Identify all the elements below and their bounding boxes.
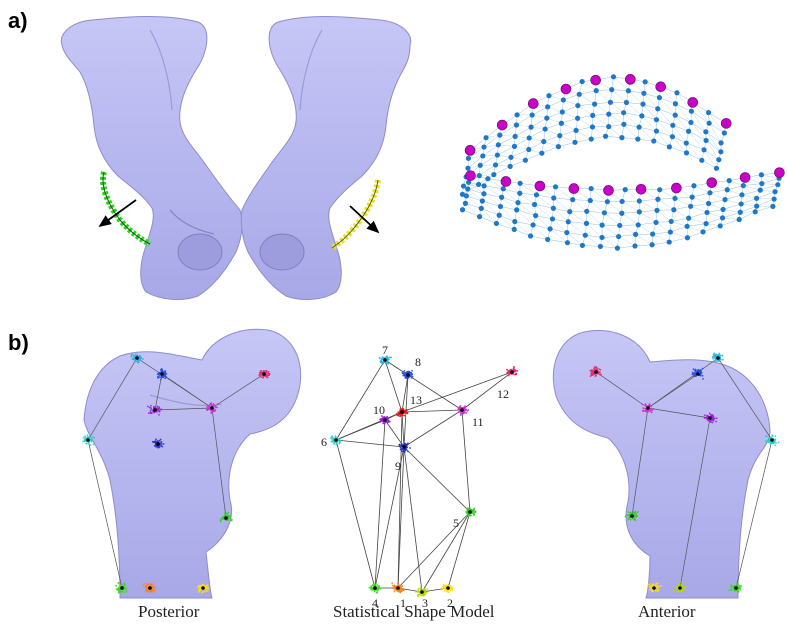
pelvis-left-half <box>61 17 242 300</box>
landmark-cloud-11 <box>457 405 469 416</box>
femur-posterior <box>84 329 301 598</box>
landmark-cloud-13 <box>396 408 408 418</box>
pelvis-right-half <box>241 17 411 300</box>
caption-posterior: Posterior <box>138 602 199 622</box>
landmark-label-10: 10 <box>373 403 385 417</box>
caption-anterior: Anterior <box>638 602 696 622</box>
ssm-connection-lines <box>336 360 512 592</box>
landmark-label-11: 11 <box>472 415 484 429</box>
landmark-label-13: 13 <box>410 393 422 407</box>
caption-statistical-shape-model: Statistical Shape Model <box>333 602 494 622</box>
landmark-cloud-6 <box>765 434 779 446</box>
landmark-label-6: 6 <box>321 435 327 449</box>
landmark-label-7: 7 <box>382 343 388 357</box>
landmark-cloud-4 <box>369 583 382 593</box>
acetabular-rim-mesh <box>460 74 785 250</box>
landmark-cloud-8 <box>402 370 414 379</box>
landmark-cloud-12 <box>506 366 518 376</box>
landmark-cloud-2 <box>442 584 454 593</box>
landmark-label-9: 9 <box>395 459 401 473</box>
landmark-cloud-5 <box>465 507 476 517</box>
landmark-label-12: 12 <box>497 387 509 401</box>
landmark-label-5: 5 <box>453 516 459 530</box>
landmark-cloud-1 <box>391 582 404 593</box>
landmark-label-8: 8 <box>415 355 421 369</box>
femur-anterior <box>553 330 770 598</box>
